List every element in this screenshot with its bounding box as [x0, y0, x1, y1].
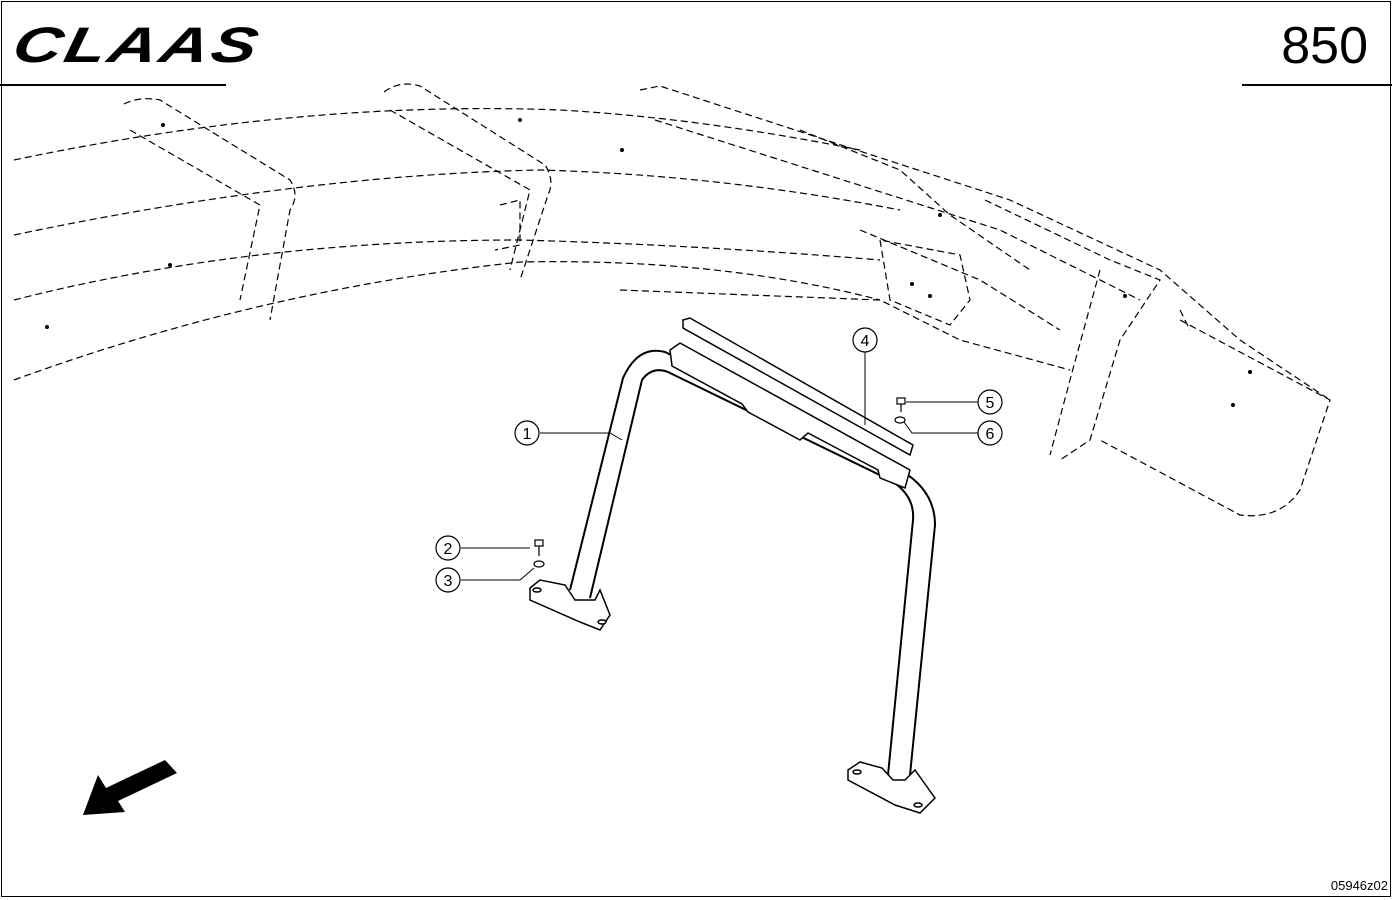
- svg-text:4: 4: [861, 333, 870, 350]
- svg-text:3: 3: [444, 573, 453, 590]
- svg-text:1: 1: [523, 426, 532, 443]
- chassis-holes: [45, 118, 1252, 407]
- callout-5: 5: [977, 389, 1003, 415]
- handrail-foot-right: [847, 761, 936, 814]
- svg-text:5: 5: [986, 395, 995, 412]
- callout-2: 2: [435, 535, 461, 561]
- callout-3: 3: [435, 567, 461, 593]
- svg-text:6: 6: [986, 426, 995, 443]
- washer-3: [533, 560, 545, 568]
- svg-text:2: 2: [444, 541, 453, 558]
- bolt-5: [896, 397, 906, 412]
- callout-1: 1: [514, 420, 540, 446]
- figure-reference-code: 05946z02: [1330, 878, 1388, 893]
- callout-4: 4: [852, 327, 878, 353]
- page-number: 850: [1281, 17, 1368, 75]
- brand-underline: [0, 84, 226, 86]
- handrail-foot-left: [529, 579, 611, 631]
- travel-direction-arrow-icon: [83, 760, 177, 815]
- mounting-rail: [669, 317, 914, 490]
- chassis-phantom-lines: [13, 83, 1331, 517]
- callout-6: 6: [977, 420, 1003, 446]
- page-number-underline: [1242, 84, 1392, 86]
- leader-lines: [461, 352, 978, 581]
- bolt-2: [534, 539, 544, 556]
- washer-6: [894, 416, 906, 424]
